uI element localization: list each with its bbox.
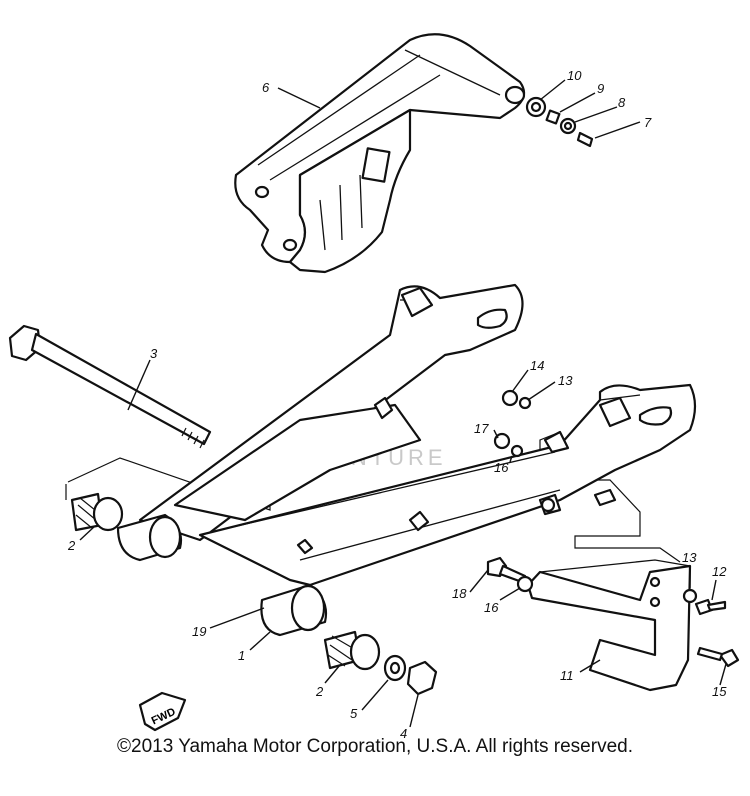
callout-1: 1 [238, 648, 245, 663]
callout-2b: 2 [315, 684, 324, 699]
callout-3: 3 [150, 346, 158, 361]
part-6-chain-case [234, 33, 526, 274]
callout-16: 16 [494, 460, 509, 475]
callout-2: 2 [67, 538, 76, 553]
callout-labels: 6 10 9 8 7 3 14 13 17 16 2 19 1 2 5 4 18… [67, 68, 727, 741]
parts-12-18-bolts [486, 556, 740, 668]
callout-15: 15 [712, 684, 727, 699]
part-11-bracket [526, 559, 692, 692]
fwd-direction-marker: FWD [138, 691, 187, 732]
part-3-pivot-shaft [8, 324, 212, 449]
parts-7-10-fastener-stack [525, 96, 594, 148]
callout-10: 10 [567, 68, 582, 83]
callout-4: 4 [400, 726, 407, 741]
callout-12: 12 [712, 564, 727, 579]
copyright-notice: ©2013 Yamaha Motor Corporation, U.S.A. A… [117, 736, 633, 757]
callout-14: 14 [530, 358, 544, 373]
callout-17: 17 [474, 421, 489, 436]
callout-16b: 16 [484, 600, 499, 615]
callout-18: 18 [452, 586, 467, 601]
leader-lines [79, 79, 727, 728]
parts-4-5-washer-nut [383, 654, 438, 696]
swingarm-frame [138, 283, 697, 587]
callout-19: 19 [192, 624, 206, 639]
part-2-bushings [70, 492, 381, 671]
callout-8: 8 [618, 95, 626, 110]
callout-7: 7 [644, 115, 652, 130]
callout-13: 13 [558, 373, 573, 388]
callout-13b: 13 [682, 550, 697, 565]
callout-11: 11 [560, 668, 574, 683]
callout-6: 6 [262, 80, 270, 95]
callout-5: 5 [350, 706, 358, 721]
callout-9: 9 [597, 81, 604, 96]
swingarm-pivot-bosses [116, 513, 328, 637]
parts-13-17-nuts-washers [493, 389, 556, 513]
